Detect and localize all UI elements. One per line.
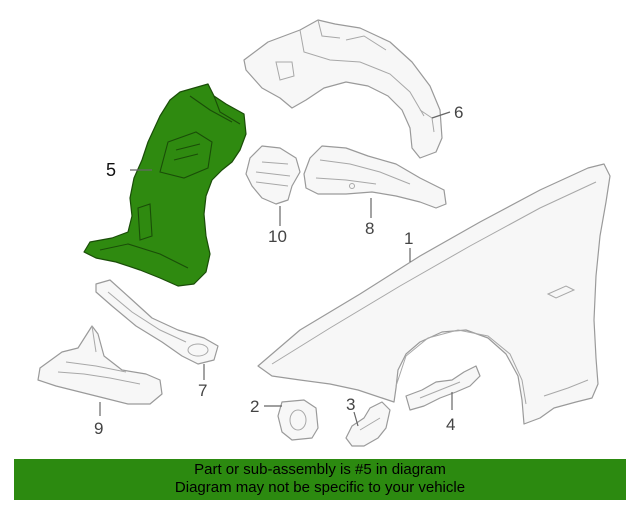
part-8-bracket[interactable] [303, 145, 447, 209]
callout-7[interactable]: 7 [198, 381, 207, 400]
callout-1[interactable]: 1 [404, 229, 413, 248]
callout-6[interactable]: 6 [454, 103, 463, 122]
part-10-clip[interactable] [245, 145, 301, 205]
callout-8[interactable]: 8 [365, 219, 374, 238]
callout-5[interactable]: 5 [106, 160, 116, 180]
banner-line-1: Part or sub-assembly is #5 in diagram [194, 461, 446, 478]
part-9-lower-shield[interactable] [37, 325, 163, 405]
callout-4[interactable]: 4 [446, 415, 455, 434]
banner-line-2: Diagram may not be specific to your vehi… [174, 479, 466, 496]
part-5-front-fender-liner[interactable] [83, 83, 247, 287]
callout-10[interactable]: 10 [268, 227, 287, 246]
info-banner: Part or sub-assembly is #5 in diagram Di… [14, 459, 626, 500]
part-2-plate[interactable] [277, 399, 319, 441]
part-7-strip-bracket[interactable] [95, 279, 219, 365]
part-4-bracket[interactable] [405, 365, 481, 411]
part-3-clip[interactable] [345, 401, 391, 447]
leader-lines [99, 111, 453, 427]
callout-9[interactable]: 9 [94, 419, 103, 438]
callout-2[interactable]: 2 [250, 397, 259, 416]
part-1-fender-panel[interactable] [257, 163, 611, 425]
part-6-fender-liner[interactable] [243, 19, 443, 159]
callout-3[interactable]: 3 [346, 395, 355, 414]
